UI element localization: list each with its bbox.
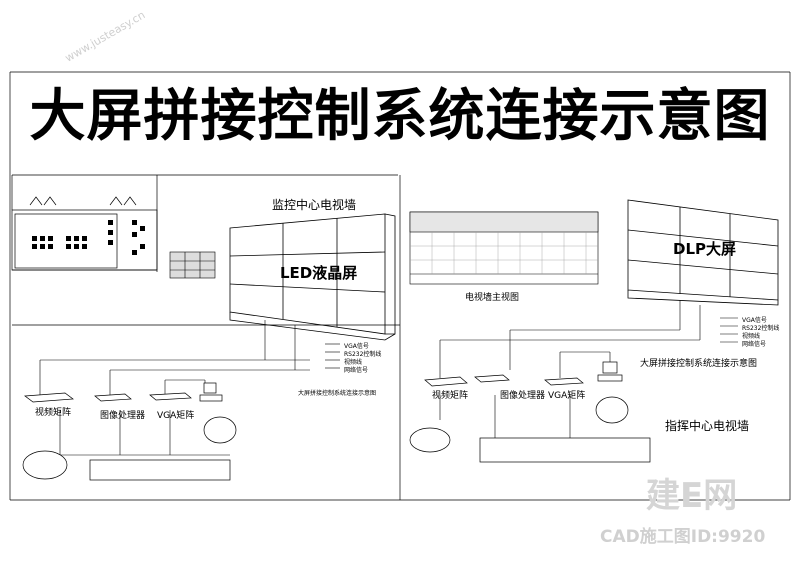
right-diagram-caption: 大屏拼接控制系统连接示意图 — [640, 359, 758, 369]
left-vga-label: VGA矩阵 — [157, 411, 195, 421]
floor-plan — [11, 174, 400, 326]
watermark-id: CAD施工图ID:9920 — [600, 527, 766, 547]
left-matrix-label: 视频矩阵 — [35, 408, 72, 418]
small-wall-module — [169, 251, 216, 279]
led-screen-label: LED液晶屏 — [280, 264, 358, 282]
legend-right-0: VGA信号 — [742, 317, 767, 324]
page-title: 大屏拼接控制系统连接示意图 — [29, 84, 771, 149]
dlp-screen-label: DLP大屏 — [673, 240, 737, 258]
left-processor-label: 图像处理器 — [100, 411, 146, 421]
dlp-wall — [627, 199, 779, 306]
legend-right-1: RS232控制线 — [742, 325, 780, 332]
tv-front-grid — [410, 232, 598, 274]
front-view-caption: 电视墙主视图 — [465, 293, 520, 303]
led-wall — [229, 213, 396, 341]
legend-left-1: RS232控制线 — [344, 351, 382, 358]
legend-left-0: VGA信号 — [344, 343, 369, 350]
right-vga-label: VGA矩阵 — [548, 391, 586, 401]
tv-front-view — [409, 211, 599, 285]
right-devices — [409, 361, 651, 463]
legend-left-2: 视频线 — [344, 359, 363, 366]
right-processor-label: 图像处理器 — [500, 391, 546, 401]
right-matrix-label: 视频矩阵 — [432, 391, 469, 401]
watermark-logo: 建E网 — [646, 476, 738, 516]
center-caption: 指挥中心电视墙 — [665, 419, 750, 433]
legend-left-3: 网络信号 — [344, 367, 369, 374]
floor-plan-seats — [32, 220, 145, 255]
outer-frame — [9, 71, 791, 501]
legend-right-3: 网络信号 — [742, 341, 767, 348]
legend-right-2: 视频线 — [742, 333, 761, 340]
wall-caption-left: 监控中心电视墙 — [272, 198, 357, 212]
left-devices — [22, 382, 237, 481]
left-connections — [39, 320, 340, 456]
left-caption-small: 大屏拼接控制系统连接示意图 — [298, 390, 377, 397]
